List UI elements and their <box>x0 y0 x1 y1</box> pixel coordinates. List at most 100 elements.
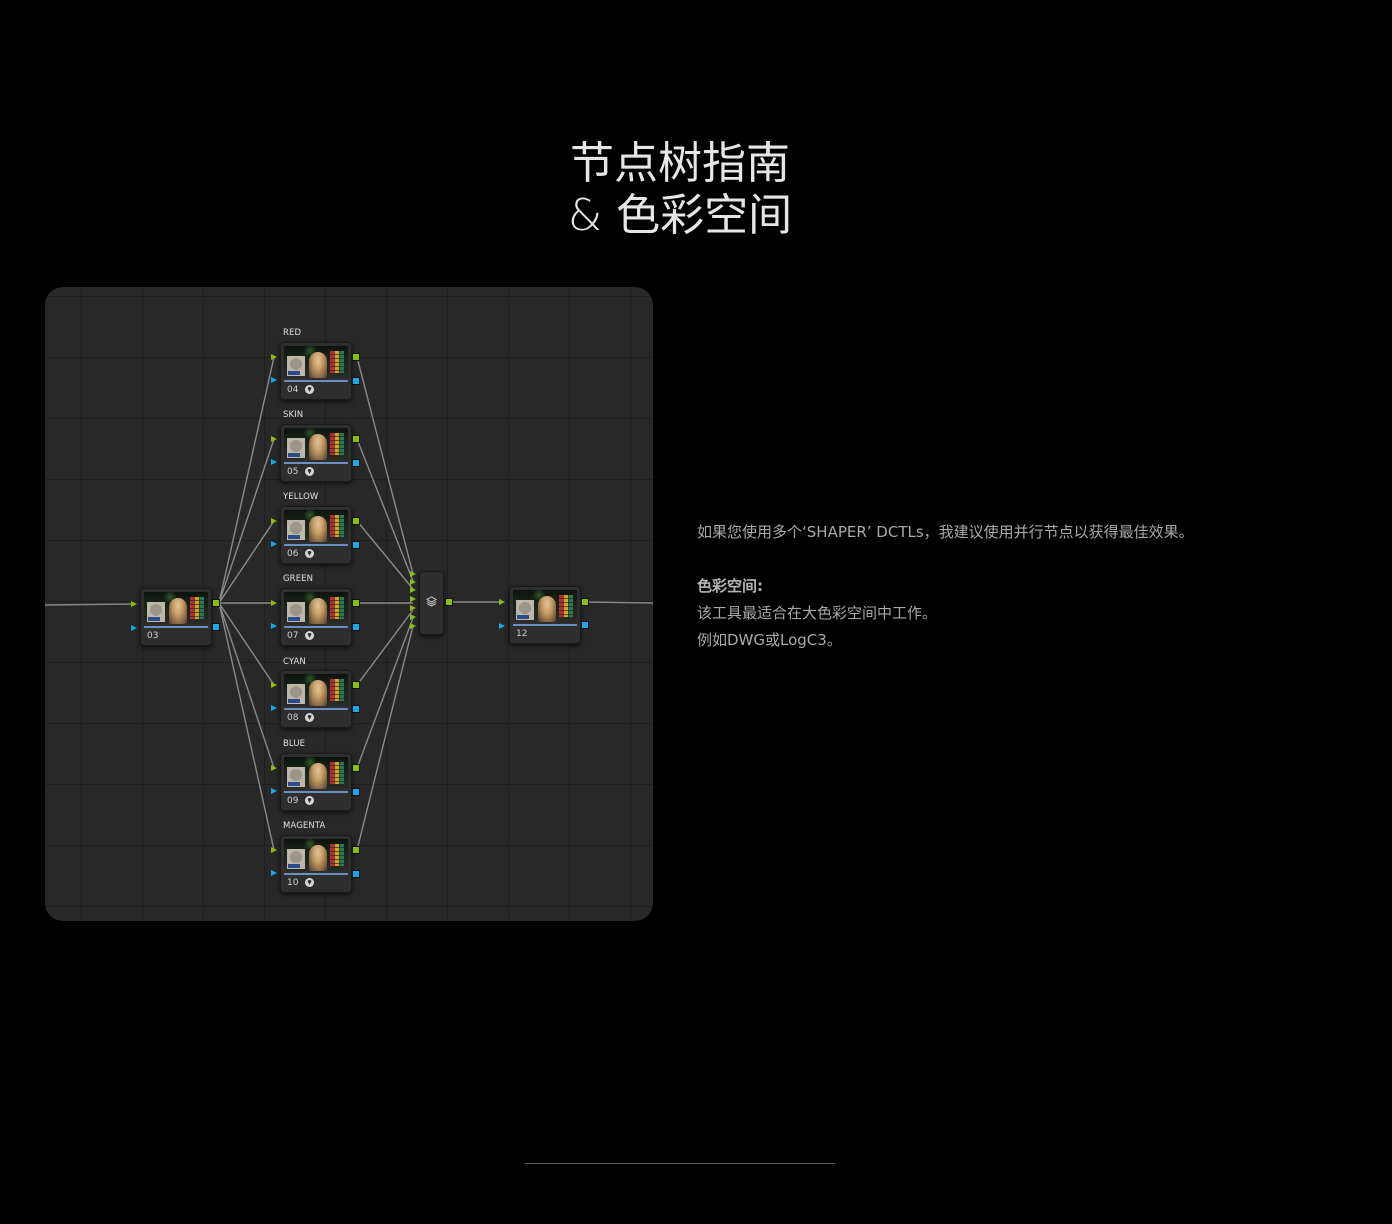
node-thumbnail <box>284 592 348 624</box>
mixer-rgb-output-port[interactable] <box>445 598 453 606</box>
node-graph-panel[interactable]: 03 RED 04 SKIN 05 YELLOW 06 GREEN <box>45 287 653 921</box>
node-thumbnail <box>284 510 348 542</box>
node-thumbnail <box>513 590 577 622</box>
green-alpha-input-port[interactable] <box>271 623 277 629</box>
node-label-yellow: YELLOW <box>283 492 319 502</box>
color-space-line-1: 该工具最适合在大色彩空间中工作。 <box>697 604 938 622</box>
node-label-red: RED <box>283 328 302 338</box>
info-text: 如果您使用多个‘SHAPER’ DCTLs，我建议使用并行节点以获得最佳效果。 … <box>697 519 1337 654</box>
node-thumbnail <box>284 757 348 789</box>
title-line-2: & 色彩空间 <box>567 190 793 241</box>
mixer-input-port-4[interactable] <box>410 596 416 602</box>
blue-rgb-input-port[interactable] <box>271 765 277 771</box>
node-progress-bar <box>284 791 348 793</box>
red-alpha-input-port[interactable] <box>271 377 277 383</box>
skin-rgb-output-port[interactable] <box>352 435 360 443</box>
output-rgb-output-port[interactable] <box>581 598 589 606</box>
node-progress-bar <box>284 626 348 628</box>
node-label-blue: BLUE <box>283 739 306 749</box>
cyan-rgb-input-port[interactable] <box>271 682 277 688</box>
node-thumbnail <box>284 674 348 706</box>
magenta-alpha-output-port[interactable] <box>352 870 360 878</box>
node-number: 09 <box>287 796 299 806</box>
node-number: 07 <box>287 631 299 641</box>
source-node[interactable]: 03 <box>140 588 212 646</box>
node-progress-bar <box>513 624 577 626</box>
yellow-alpha-output-port[interactable] <box>352 541 360 549</box>
magenta-alpha-input-port[interactable] <box>271 870 277 876</box>
output-rgb-input-port[interactable] <box>499 599 505 605</box>
skin-rgb-input-port[interactable] <box>271 436 277 442</box>
output-alpha-output-port[interactable] <box>581 621 589 629</box>
node-number: 05 <box>287 467 299 477</box>
output-node[interactable]: 12 <box>509 586 581 644</box>
node-label-magenta: MAGENTA <box>283 821 326 831</box>
mixer-input-port-1[interactable] <box>410 571 416 577</box>
mixer-input-port-5[interactable] <box>410 605 416 611</box>
node-skin[interactable]: 05 <box>280 424 352 482</box>
node-yellow[interactable]: 06 <box>280 506 352 564</box>
lut-icon <box>305 385 314 394</box>
node-thumbnail <box>284 428 348 460</box>
node-magenta[interactable]: 10 <box>280 835 352 893</box>
magenta-rgb-output-port[interactable] <box>352 846 360 854</box>
node-blue[interactable]: 09 <box>280 753 352 811</box>
node-progress-bar <box>284 544 348 546</box>
red-rgb-output-port[interactable] <box>352 353 360 361</box>
node-green[interactable]: 07 <box>280 588 352 646</box>
mixer-input-port-3[interactable] <box>410 587 416 593</box>
lut-icon <box>305 631 314 640</box>
layers-icon <box>426 596 437 607</box>
lut-icon <box>305 467 314 476</box>
page-title: 节点树指南 & 色彩空间 <box>0 138 1360 242</box>
cyan-alpha-input-port[interactable] <box>271 705 277 711</box>
source-alpha-input-port[interactable] <box>131 625 137 631</box>
lut-icon <box>305 796 314 805</box>
node-number: 08 <box>287 713 299 723</box>
red-rgb-input-port[interactable] <box>271 354 277 360</box>
green-rgb-output-port[interactable] <box>352 599 360 607</box>
node-label-cyan: CYAN <box>283 657 306 667</box>
blue-alpha-output-port[interactable] <box>352 788 360 796</box>
yellow-rgb-output-port[interactable] <box>352 517 360 525</box>
cyan-alpha-output-port[interactable] <box>352 705 360 713</box>
node-number: 10 <box>287 878 299 888</box>
source-alpha-output-port[interactable] <box>212 623 220 631</box>
node-progress-bar <box>284 380 348 382</box>
skin-alpha-input-port[interactable] <box>271 459 277 465</box>
node-cyan[interactable]: 08 <box>280 670 352 728</box>
magenta-rgb-input-port[interactable] <box>271 847 277 853</box>
mixer-input-port-2[interactable] <box>410 579 416 585</box>
green-alpha-output-port[interactable] <box>352 623 360 631</box>
parallel-mixer-node[interactable] <box>419 571 444 635</box>
mixer-input-port-7[interactable] <box>410 623 416 629</box>
red-alpha-output-port[interactable] <box>352 377 360 385</box>
skin-alpha-output-port[interactable] <box>352 459 360 467</box>
blue-alpha-input-port[interactable] <box>271 788 277 794</box>
cyan-rgb-output-port[interactable] <box>352 681 360 689</box>
node-progress-bar <box>284 462 348 464</box>
lut-icon <box>305 549 314 558</box>
mixer-input-port-6[interactable] <box>410 614 416 620</box>
output-alpha-input-port[interactable] <box>499 623 505 629</box>
node-thumbnail <box>284 839 348 871</box>
node-progress-bar <box>284 708 348 710</box>
lut-icon <box>305 878 314 887</box>
node-thumbnail <box>284 346 348 378</box>
lut-icon <box>305 713 314 722</box>
footer-divider <box>525 1163 835 1164</box>
node-red[interactable]: 04 <box>280 342 352 400</box>
node-wires <box>45 356 653 851</box>
green-rgb-input-port[interactable] <box>271 600 277 606</box>
blue-rgb-output-port[interactable] <box>352 764 360 772</box>
node-number: 12 <box>516 629 528 639</box>
color-space-line-2: 例如DWG或LogC3。 <box>697 631 842 649</box>
source-rgb-input-port[interactable] <box>131 601 137 607</box>
yellow-alpha-input-port[interactable] <box>271 541 277 547</box>
node-progress-bar <box>284 873 348 875</box>
node-label-skin: SKIN <box>283 410 304 420</box>
color-space-heading: 色彩空间: <box>697 577 763 595</box>
yellow-rgb-input-port[interactable] <box>271 518 277 524</box>
source-rgb-output-port[interactable] <box>212 599 220 607</box>
node-progress-bar <box>144 626 208 628</box>
